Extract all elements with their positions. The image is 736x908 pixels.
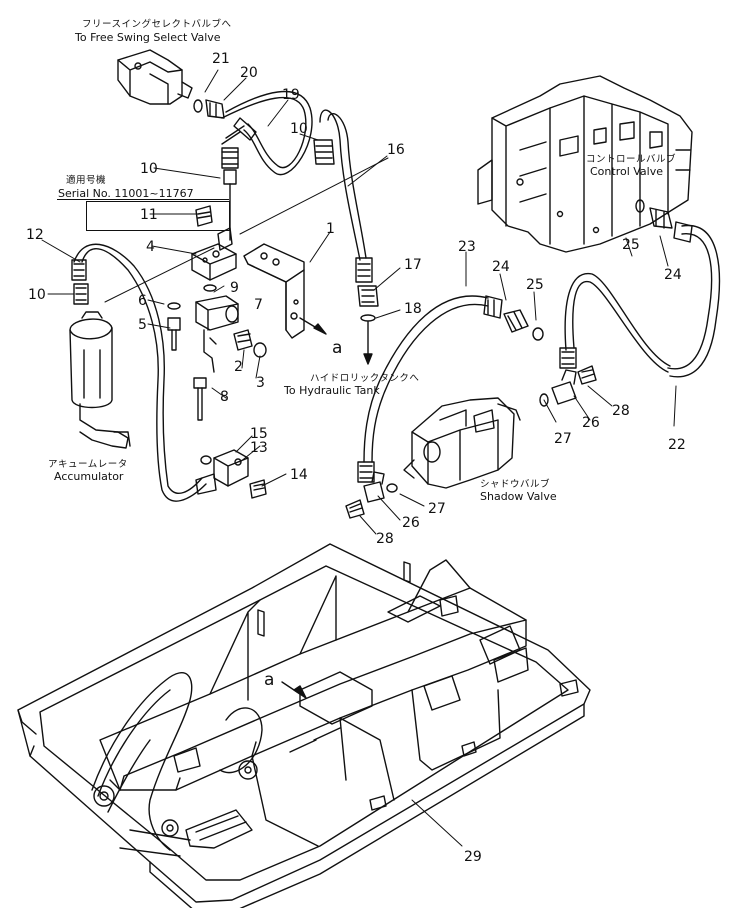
- elbow-20: [205, 99, 225, 119]
- ref-a-upper: a: [332, 338, 343, 358]
- callout-4: 4: [146, 239, 155, 255]
- callout-12: 12: [26, 227, 44, 243]
- elbow-24a: [649, 207, 673, 229]
- control-valve-label-en: Control Valve: [590, 165, 664, 178]
- callout-26: 26: [402, 515, 420, 531]
- callout-14: 14: [290, 467, 308, 483]
- callout-18: 18: [404, 301, 422, 317]
- callout-23: 23: [458, 239, 476, 255]
- callout-28: 28: [376, 531, 394, 547]
- control-valve-label-jp: コントロールバルブ: [586, 154, 677, 165]
- serial-label-jp: 適用号機: [66, 175, 107, 186]
- callout-10: 10: [140, 161, 158, 177]
- free-swing-valve: [117, 49, 193, 105]
- frame-29: [17, 543, 591, 908]
- plug-14: [249, 479, 267, 499]
- ref-a-lower: a: [264, 670, 275, 690]
- callout-16: 16: [387, 142, 405, 158]
- shadow-valve-label-jp: シャドウバルブ: [480, 479, 551, 490]
- free-swing-label-jp: フリースイングセレクトバルブへ: [82, 19, 232, 30]
- hose-16: [313, 109, 373, 283]
- callout-29: 29: [464, 849, 482, 865]
- callout-22: 22: [668, 437, 686, 453]
- callout-5: 5: [138, 317, 147, 333]
- serial-underline: [57, 199, 229, 200]
- hydraulic-tank-label-en: To Hydraulic Tank: [284, 384, 380, 397]
- callout-15: 15: [250, 426, 268, 442]
- tee-26a: [551, 369, 577, 405]
- valve-13: [195, 449, 249, 495]
- bracket-1: [243, 243, 305, 339]
- callout-8: 8: [220, 389, 229, 405]
- callout-3: 3: [256, 375, 265, 391]
- callout-10: 10: [28, 287, 46, 303]
- callout-7: 7: [254, 297, 263, 313]
- callout-28: 28: [612, 403, 630, 419]
- callout-25: 25: [622, 237, 640, 253]
- fitting-11: [195, 205, 213, 227]
- hose-22: [559, 221, 721, 378]
- callout-9: 9: [230, 280, 239, 296]
- hose-23: [357, 295, 503, 483]
- washer-9: [203, 284, 217, 292]
- block-4: [191, 227, 237, 281]
- hose-19: [221, 90, 313, 176]
- callout-27: 27: [428, 501, 446, 517]
- control-valve: [477, 75, 693, 253]
- callout-2: 2: [234, 359, 243, 375]
- callout-24: 24: [664, 267, 682, 283]
- washer-3: [253, 342, 267, 358]
- callout-27: 27: [554, 431, 572, 447]
- leader-lines: [41, 69, 677, 847]
- o-ring-21: [193, 99, 203, 113]
- arrow-to-tank: [363, 321, 373, 365]
- callout-6: 6: [138, 293, 147, 309]
- hose-12: [71, 243, 207, 502]
- bolt-8: [193, 377, 207, 421]
- callout-10: 10: [290, 121, 308, 137]
- o-ring-25b: [532, 327, 544, 341]
- callout-21: 21: [212, 51, 230, 67]
- plug-28b: [345, 499, 365, 519]
- callout-26: 26: [582, 415, 600, 431]
- callout-17: 17: [404, 257, 422, 273]
- o-ring-18: [360, 314, 376, 322]
- fitting-17: [357, 285, 379, 307]
- bolt-5: [167, 317, 181, 351]
- serial-label-en: Serial No. 11001~11767: [58, 187, 194, 200]
- fitting-10b: [73, 283, 89, 305]
- pointer-a-upper: [299, 317, 327, 335]
- plug-28a: [577, 365, 597, 385]
- solenoid-7: [195, 295, 239, 373]
- accumulator: [69, 311, 131, 449]
- o-ring-15: [200, 455, 212, 465]
- callout-13: 13: [250, 440, 268, 456]
- o-ring-27a: [539, 393, 549, 407]
- shadow-valve: [403, 397, 521, 489]
- free-swing-label-en: To Free Swing Select Valve: [75, 31, 221, 44]
- callout-11: 11: [140, 207, 158, 223]
- serial-box: [86, 201, 230, 231]
- elbow-24b: [503, 309, 529, 333]
- shadow-valve-label-en: Shadow Valve: [480, 490, 557, 503]
- callout-20: 20: [240, 65, 258, 81]
- pointer-a-lower: [281, 681, 307, 699]
- o-ring-6: [167, 302, 181, 310]
- o-ring-25a: [635, 199, 645, 213]
- o-ring-27b: [386, 483, 398, 493]
- fitting-2: [233, 329, 253, 351]
- callout-24: 24: [492, 259, 510, 275]
- accumulator-label-jp: アキュームレータ: [48, 459, 128, 470]
- accumulator-label-en: Accumulator: [54, 470, 124, 483]
- hydraulic-tank-label-jp: ハイドロリックタンクへ: [310, 373, 420, 384]
- tee-26b: [363, 471, 385, 503]
- callout-25: 25: [526, 277, 544, 293]
- callout-19: 19: [282, 87, 300, 103]
- callout-1: 1: [326, 221, 335, 237]
